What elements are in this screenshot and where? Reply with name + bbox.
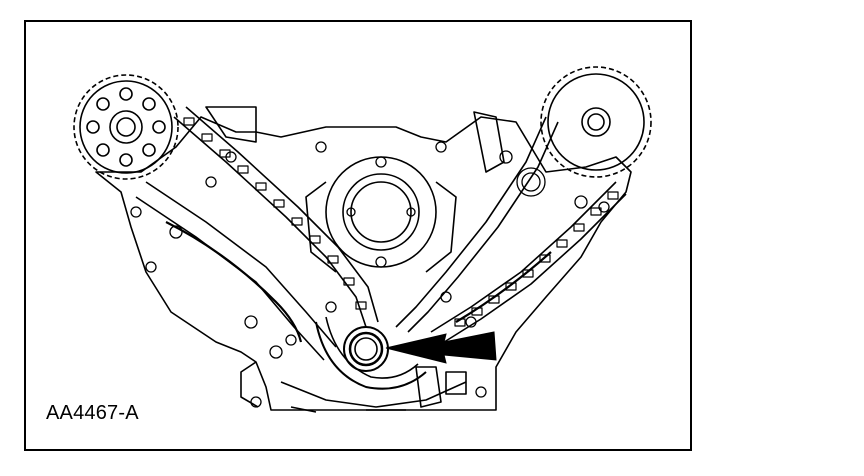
left-chain-links: [183, 117, 367, 310]
right-camshaft-sprocket: [540, 66, 652, 178]
right-timing-chain: [395, 116, 627, 345]
bolt-holes: [130, 141, 610, 408]
figure-label: AA4467-A: [46, 402, 139, 424]
left-camshaft-sprocket: [73, 74, 179, 180]
center-boss-inner: [342, 173, 420, 251]
crankshaft-front-seal: [343, 326, 389, 372]
indicator-arrow: [385, 331, 497, 364]
engine-front-timing-drawing: [73, 66, 652, 413]
figure-frame: AA4467-A: [24, 20, 692, 451]
engine-block-outline: [95, 116, 632, 411]
